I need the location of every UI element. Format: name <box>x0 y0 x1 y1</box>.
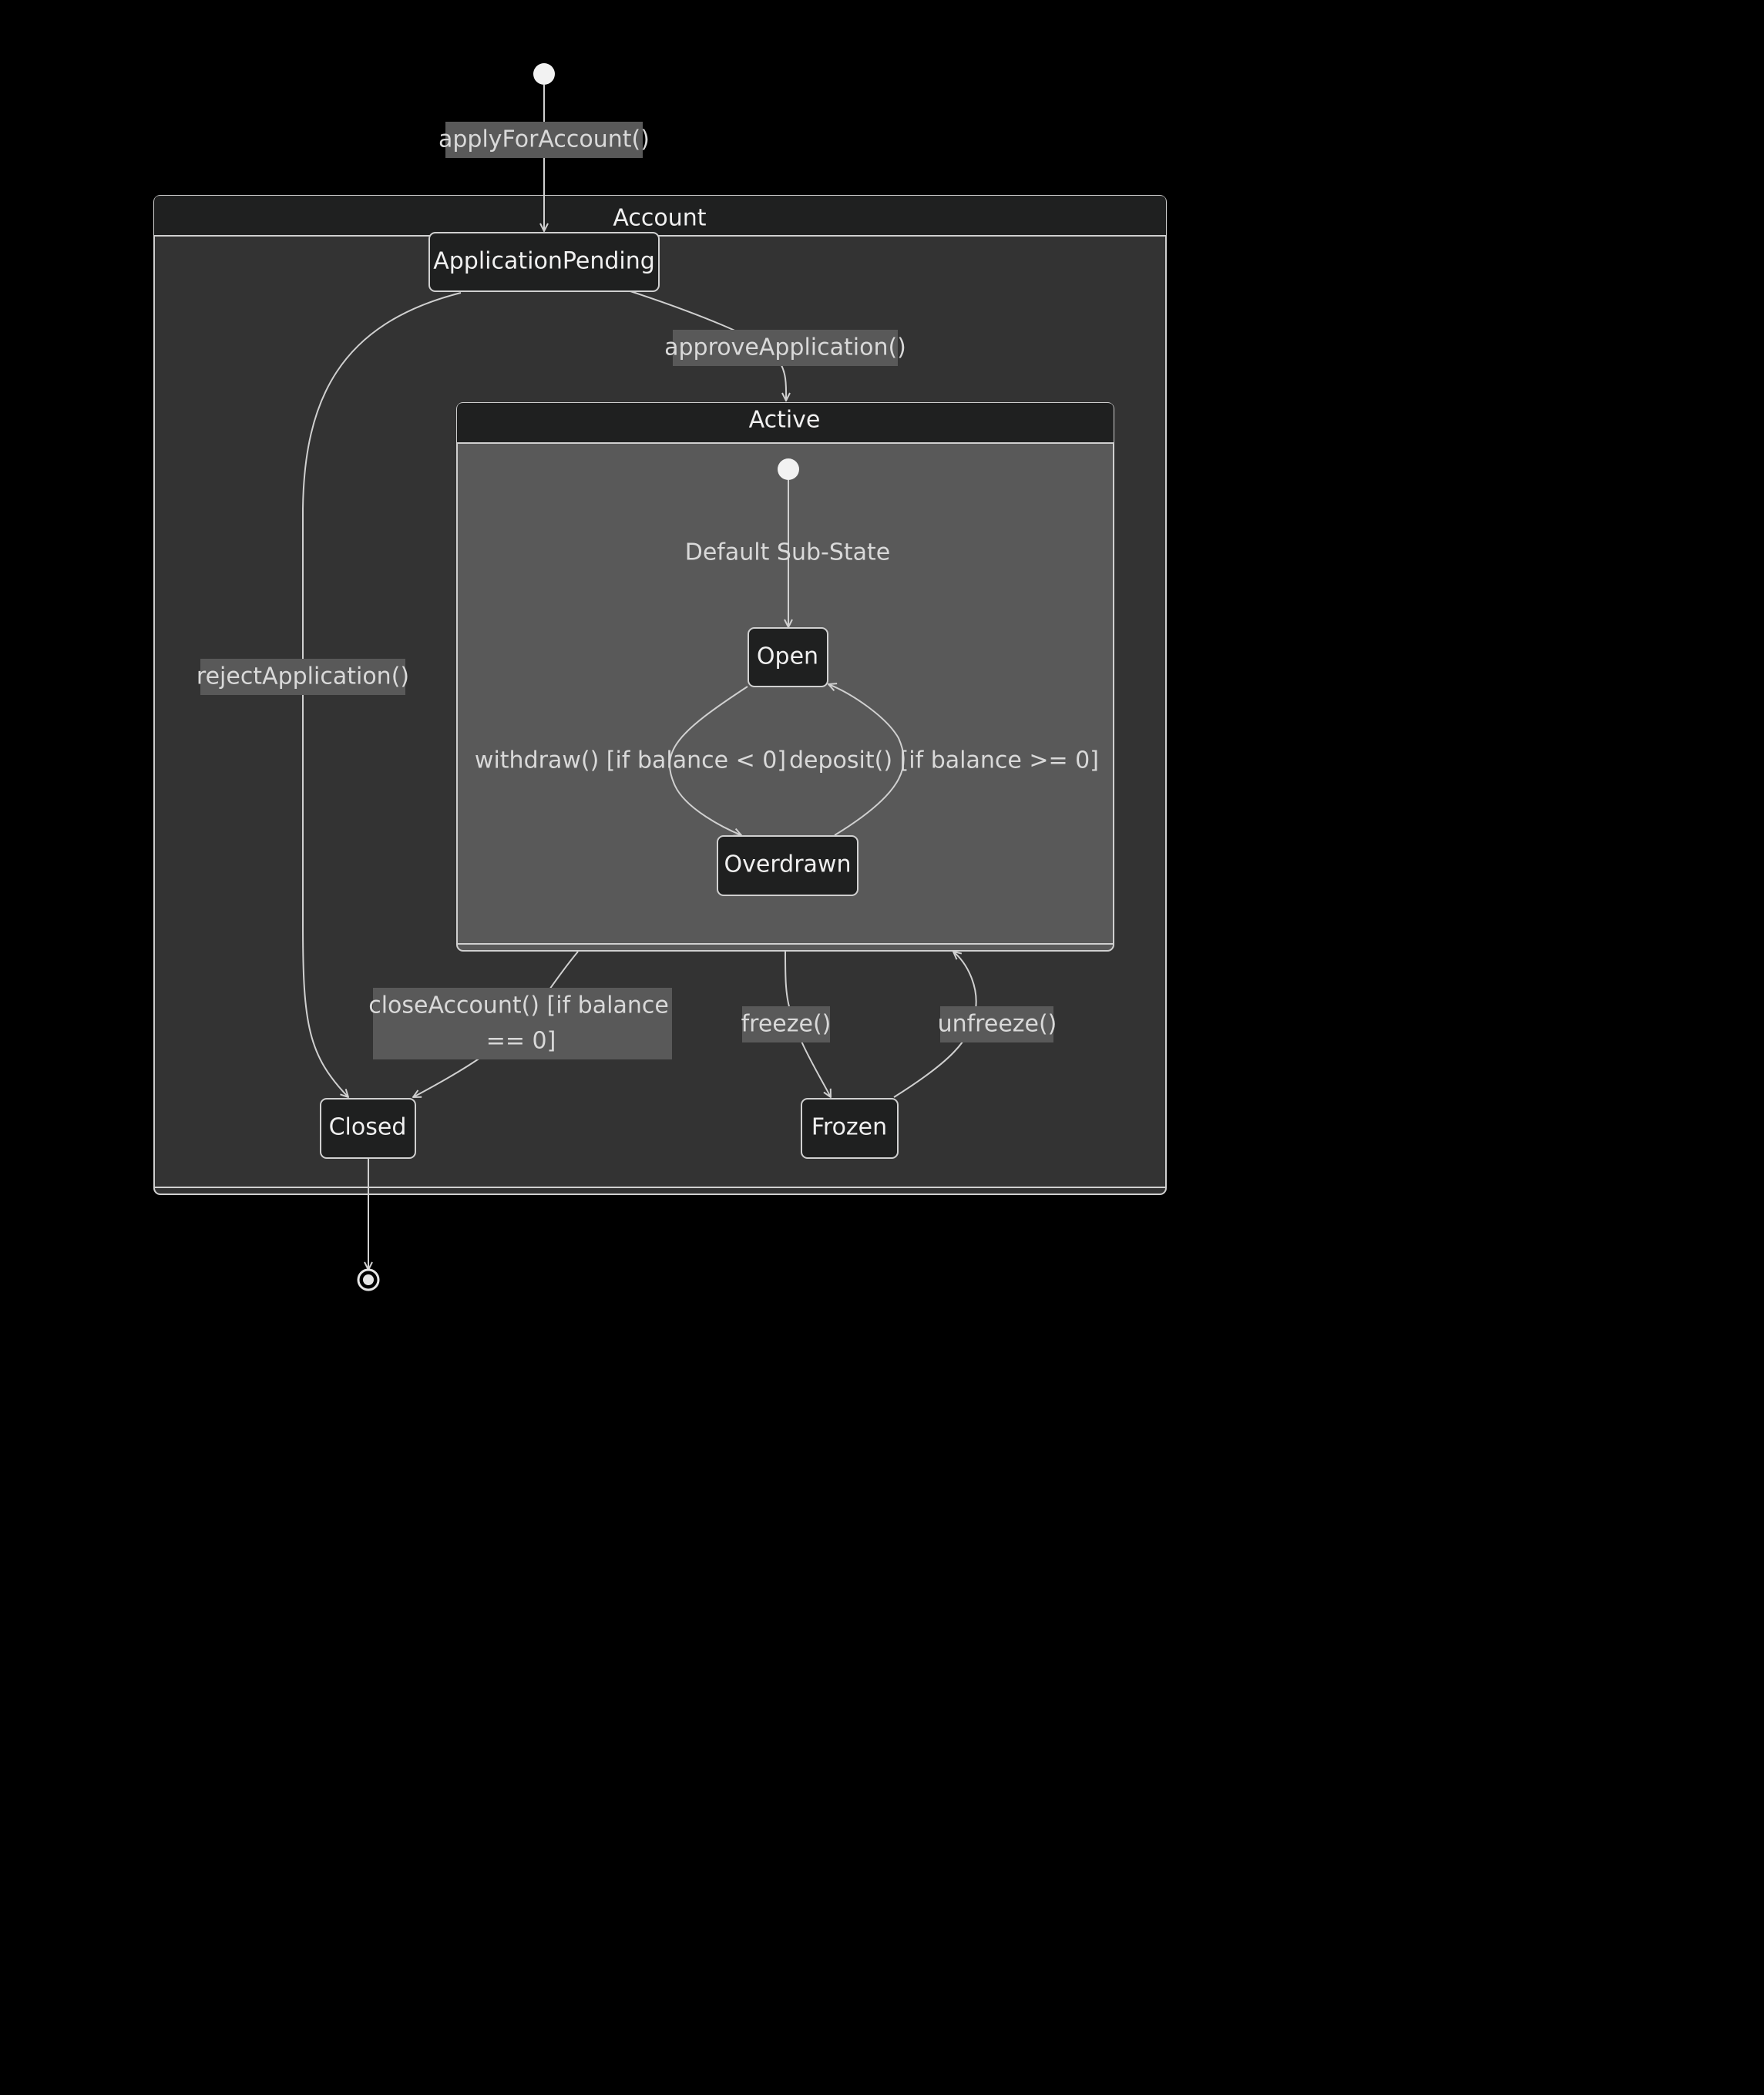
edge-label-unfreeze-text: unfreeze() <box>938 1011 1057 1038</box>
state-application-pending-label: ApplicationPending <box>433 248 655 275</box>
state-application-pending[interactable]: ApplicationPending <box>428 232 660 292</box>
edge-label-close-line1: closeAccount() [if balance <box>368 992 669 1019</box>
edge-label-freeze-text: freeze() <box>741 1011 832 1038</box>
edge-label-default-substate: Default Sub-State <box>685 539 890 566</box>
state-closed[interactable]: Closed <box>320 1098 416 1159</box>
edge-label-approve: approveApplication() <box>664 330 906 366</box>
edge-label-unfreeze: unfreeze() <box>938 1006 1057 1042</box>
state-closed-label: Closed <box>329 1114 407 1141</box>
composite-account-title: Account <box>613 205 706 232</box>
state-frozen-label: Frozen <box>811 1114 887 1141</box>
state-overdrawn-label: Overdrawn <box>724 851 852 878</box>
state-overdrawn[interactable]: Overdrawn <box>717 835 858 896</box>
edge-label-reject: rejectApplication() <box>197 659 409 695</box>
edge-label-apply: applyForAccount() <box>438 122 650 158</box>
edge-label-apply-text: applyForAccount() <box>438 126 650 153</box>
edge-label-close-line2: == 0] <box>486 1028 556 1055</box>
edge-label-deposit: deposit() [if balance >= 0] <box>789 747 1099 774</box>
edge-label-freeze: freeze() <box>741 1006 832 1042</box>
state-open-label: Open <box>757 643 818 670</box>
edge-label-withdraw: withdraw() [if balance < 0] <box>475 747 786 774</box>
edge-label-close: closeAccount() [if balance == 0] <box>368 988 672 1059</box>
edge-deposit <box>828 684 905 836</box>
edge-label-reject-text: rejectApplication() <box>197 663 409 690</box>
edge-withdraw <box>669 686 748 835</box>
final-state <box>357 1268 380 1291</box>
transitions <box>302 85 977 1270</box>
active-initial-state-dot <box>778 458 799 480</box>
state-open[interactable]: Open <box>748 627 828 687</box>
initial-state-dot <box>533 63 555 85</box>
edge-label-approve-text: approveApplication() <box>664 334 906 361</box>
edge-reject <box>302 292 462 1097</box>
composite-active-title: Active <box>749 407 821 434</box>
state-frozen[interactable]: Frozen <box>801 1098 899 1159</box>
